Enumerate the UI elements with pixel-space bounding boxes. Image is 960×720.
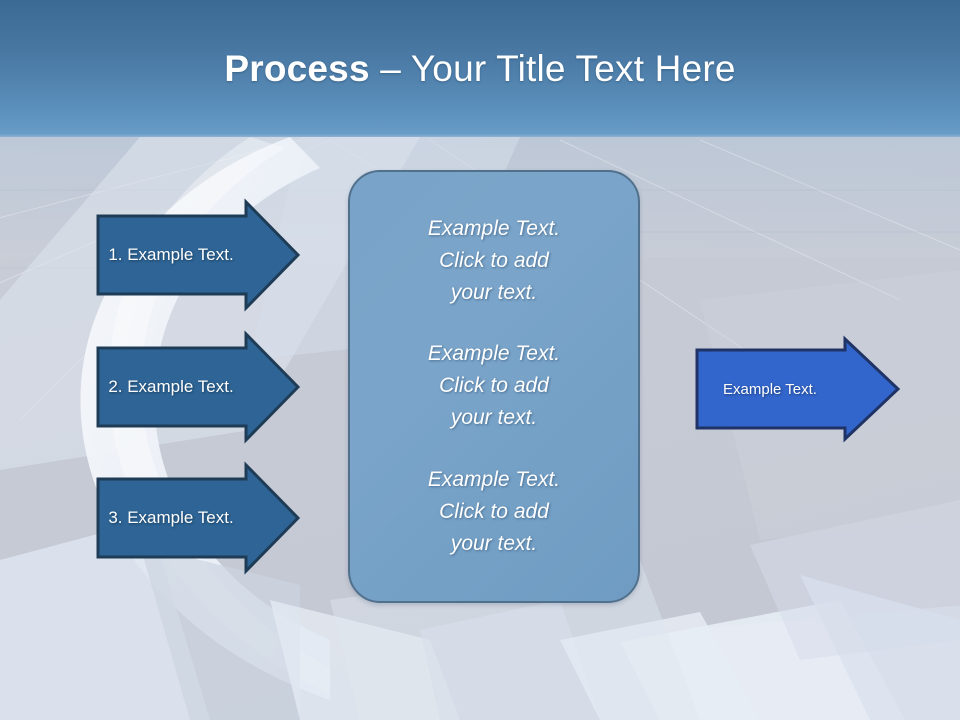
page-title-rest: – Your Title Text Here — [380, 48, 736, 89]
arrow-shape-icon — [96, 330, 301, 444]
step-arrow-1[interactable]: 1. Example Text. — [96, 198, 301, 312]
result-arrow[interactable]: Example Text. — [695, 335, 901, 443]
step-arrow-2[interactable]: 2. Example Text. — [96, 330, 301, 444]
arrow-shape-icon — [695, 335, 901, 443]
step-arrow-3[interactable]: 3. Example Text. — [96, 461, 301, 575]
title-band — [0, 0, 960, 137]
center-panel-text-2: Example Text. Click to add your text. — [427, 342, 561, 430]
center-panel-text-3: Example Text. Click to add your text. — [427, 468, 561, 556]
title-band-underline — [0, 134, 960, 137]
center-content-panel[interactable]: Example Text. Click to add your text. Ex… — [348, 170, 640, 603]
page-title-strong: Process — [224, 48, 381, 89]
page-title: Process – Your Title Text Here — [0, 46, 960, 92]
arrow-shape-icon — [96, 461, 301, 575]
center-panel-text-1: Example Text. Click to add your text. — [427, 216, 561, 304]
arrow-shape-icon — [96, 198, 301, 312]
